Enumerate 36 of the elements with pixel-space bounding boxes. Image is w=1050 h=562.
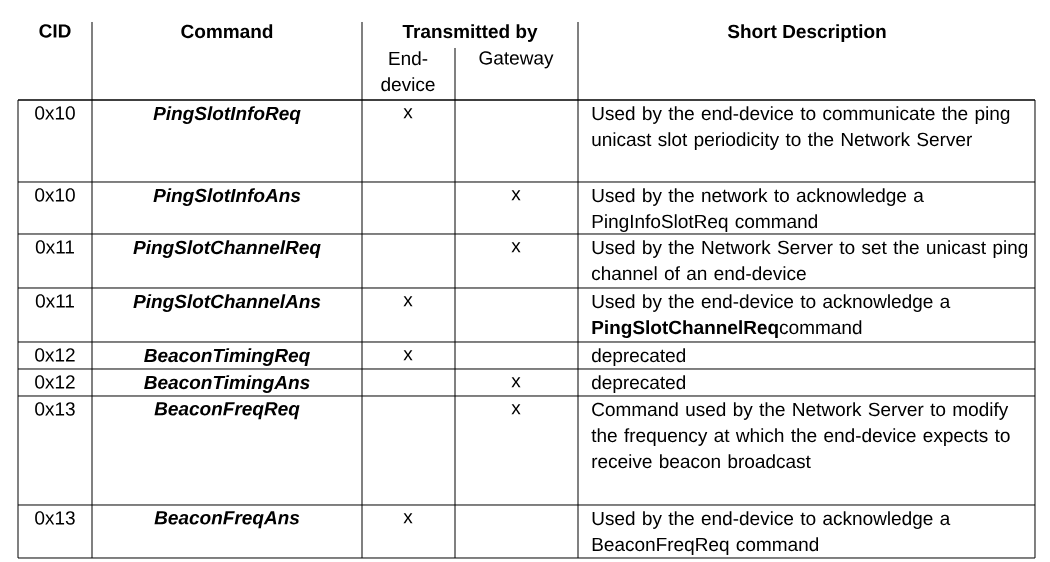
table-cell: 0x13 — [35, 402, 75, 416]
table-cell: Command used by the Network Server to modify the frequency at which the end-device expects to receive beacon broadcast — [591, 402, 1010, 469]
table-cell: x — [511, 377, 521, 388]
table-cell: BeaconFreqAns — [154, 511, 300, 529]
header-cell: Gateway — [479, 51, 554, 69]
table-cell: PingSlotChannelReq — [133, 240, 321, 258]
header-cell: Transmitted by — [402, 24, 538, 42]
table-cell: Used by the Network Server to set the unicast ping channel of an end-device — [592, 240, 1028, 281]
table-cell: BeaconTimingReq — [144, 348, 310, 366]
table-cell: x — [403, 350, 413, 361]
table-cell: PingSlotInfoAns — [153, 188, 301, 206]
table-cell: deprecated — [592, 348, 686, 366]
table-cell: BeaconFreqReq — [154, 402, 300, 420]
table-cell: x — [511, 404, 521, 415]
table-cell: 0x10 — [35, 106, 75, 120]
table-cell: 0x11 — [35, 240, 74, 254]
table-cell: Used by the network to acknowledge a PingInfoSlotReq command — [592, 188, 924, 232]
table-cell: 0x13 — [35, 511, 75, 525]
header-cell: CID — [39, 24, 71, 38]
table-cell: x — [403, 513, 413, 524]
table-cell: x — [403, 108, 413, 119]
table-cell: 0x12 — [35, 375, 75, 389]
table-cell: 0x12 — [35, 348, 75, 362]
table-cell: x — [403, 296, 413, 307]
table-cell: 0x10 — [35, 188, 75, 202]
table-cell: deprecated — [592, 375, 686, 393]
header-cell: Short Description — [727, 24, 886, 42]
table-cell: x — [511, 242, 521, 253]
table-cell: Used by the end-device to acknowledge a BeaconFreqReq command — [592, 511, 951, 555]
table-cell: PingSlotInfoReq — [153, 106, 301, 124]
table-cell: BeaconTimingAns — [144, 375, 310, 393]
table-cell: 0x11 — [35, 294, 74, 308]
header-cell: Command — [181, 24, 273, 39]
table-cell: PingSlotChannelAns — [133, 294, 321, 312]
table-cell: x — [511, 190, 521, 201]
table-cell: Used by the end-device to communicate the ping unicast slot periodicity to the Network Server — [592, 106, 1010, 150]
